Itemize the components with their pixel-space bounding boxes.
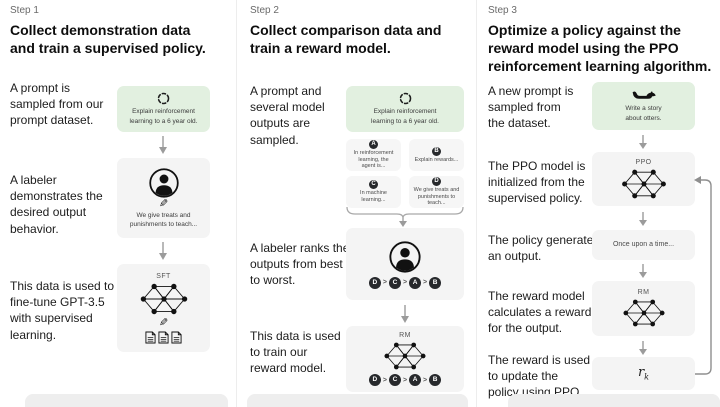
neural-network-icon	[622, 299, 665, 327]
ppo-model-card: PPO	[592, 152, 695, 206]
bottom-cutoff-card	[508, 394, 720, 407]
rank-separator: >	[423, 376, 428, 384]
neural-network-icon	[384, 342, 426, 370]
output-card-b: B Explain rewards...	[409, 139, 464, 171]
output-card-c: C In machine learning...	[346, 176, 401, 208]
neural-network-icon	[621, 169, 666, 198]
down-arrow-icon	[639, 341, 647, 355]
step-heading: Collect comparison data and train a rewa…	[250, 22, 442, 57]
down-arrow-icon	[159, 242, 167, 260]
pen-icon: ✎	[158, 197, 169, 210]
labeler-icon	[389, 240, 421, 273]
output-text: We give treats and punishments to teach.…	[413, 186, 460, 207]
ranking-row: D > C > A > B	[368, 276, 442, 289]
rank-badge: B	[429, 276, 442, 289]
rank-separator: >	[402, 376, 408, 384]
prompt-card-text: Explain reinforcement learning to a 6 ye…	[129, 108, 198, 125]
rank-separator: >	[382, 376, 387, 384]
documents-icon	[145, 331, 182, 344]
reward-value-card: rk	[592, 357, 695, 390]
down-arrow-icon	[159, 136, 167, 154]
bottom-cutoff-card	[247, 394, 468, 407]
down-arrow-icon	[639, 135, 647, 149]
caption-labeler-ranks: A labeler ranks the outputs from best to…	[250, 241, 350, 288]
caption-outputs-sampled: A prompt and several model outputs are s…	[250, 84, 325, 147]
rank-badge: A	[409, 276, 422, 289]
caption-labeler-demo: A labeler demonstrates the desired outpu…	[10, 173, 103, 236]
caption-policy-output: The policy generates an output.	[488, 233, 600, 264]
sft-model-card: SFT ✎	[117, 264, 210, 352]
output-badge: B	[432, 146, 441, 156]
model-label: RM	[637, 289, 650, 296]
model-outputs-grid: A In reinforcement learning, the agent i…	[346, 139, 464, 208]
otter-icon	[632, 91, 656, 99]
labeler-icon	[148, 167, 179, 198]
rank-badge: C	[388, 374, 401, 386]
policy-output-card: Once upon a time...	[592, 230, 695, 260]
sample-icon	[399, 92, 411, 105]
rank-separator: >	[402, 279, 408, 286]
demo-card-text: We give treats and punishments to teach.…	[129, 211, 198, 228]
prompt-card: Write a story about otters.	[592, 82, 695, 130]
output-text: Explain rewards...	[414, 156, 459, 163]
labeler-demo-card: ✎ We give treats and punishments to teac…	[117, 158, 210, 238]
output-badge: A	[369, 139, 378, 149]
prompt-card: Explain reinforcement learning to a 6 ye…	[346, 86, 464, 132]
caption-reward-calc: The reward model calculates a reward for…	[488, 289, 592, 336]
brace-icon	[346, 206, 464, 227]
pen-icon: ✎	[158, 316, 169, 329]
step-heading: Optimize a policy against the reward mod…	[488, 22, 712, 75]
output-text: In machine learning...	[360, 190, 387, 203]
caption-train-rm: This data is used to train our reward mo…	[250, 329, 341, 376]
output-badge: C	[369, 180, 378, 190]
rank-separator: >	[382, 279, 387, 286]
rank-badge: D	[368, 276, 381, 289]
down-arrow-icon	[639, 264, 647, 278]
rank-badge: A	[409, 374, 422, 386]
model-label: SFT	[156, 272, 171, 280]
output-text: In reinforcement learning, the agent is.…	[353, 149, 394, 170]
policy-output-text: Once upon a time...	[612, 240, 675, 248]
ranking-card: D > C > A > B	[346, 228, 464, 300]
step-label: Step 3	[488, 5, 517, 16]
model-label: RM	[399, 332, 411, 339]
feedback-arrow-icon	[694, 176, 712, 375]
caption-finetune: This data is used to fine-tune GPT-3.5 w…	[10, 279, 115, 342]
output-card-a: A In reinforcement learning, the agent i…	[346, 139, 401, 171]
bottom-cutoff-card	[25, 394, 228, 407]
prompt-card-text: Explain reinforcement learning to a 6 ye…	[371, 108, 439, 125]
rank-badge: D	[368, 374, 381, 386]
caption-prompt-sampled: A prompt is sampled from our prompt data…	[10, 81, 104, 128]
output-badge: D	[432, 176, 441, 186]
neural-network-icon	[140, 283, 187, 314]
step-heading: Collect demonstration data and train a s…	[10, 22, 206, 57]
step-label: Step 2	[250, 5, 279, 16]
reward-model-card: RM D > C > A >	[346, 326, 464, 392]
column-divider	[476, 0, 477, 407]
output-card-d: D We give treats and punishments to teac…	[409, 176, 464, 208]
prompt-card: Explain reinforcement learning to a 6 ye…	[117, 86, 210, 132]
prompt-card-text: Write a story about otters.	[625, 105, 662, 122]
down-arrow-icon	[639, 212, 647, 226]
model-label: PPO	[635, 158, 652, 166]
reward-value-symbol: rk	[637, 365, 650, 382]
rank-badge: B	[429, 374, 442, 386]
down-arrow-icon	[401, 305, 409, 323]
ranking-row: D > C > A > B	[368, 374, 442, 386]
rank-badge: C	[388, 276, 401, 289]
reward-model-card: RM	[592, 281, 695, 336]
caption-ppo-init: The PPO model is initialized from the su…	[488, 159, 586, 206]
sample-icon	[157, 92, 170, 105]
rank-separator: >	[423, 279, 428, 286]
caption-new-prompt: A new prompt is sampled from the dataset…	[488, 84, 574, 131]
step-label: Step 1	[10, 5, 39, 16]
column-divider	[236, 0, 237, 407]
